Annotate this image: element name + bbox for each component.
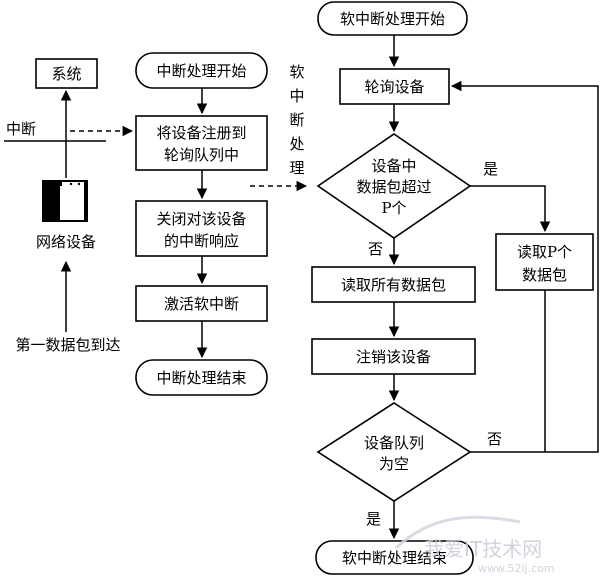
svg-text:理: 理 (289, 159, 304, 177)
softirq-start-box (317, 1, 468, 36)
system-box (35, 58, 98, 89)
register-box (135, 115, 268, 171)
read-all-box (311, 266, 476, 303)
interrupt-end-label: 中断处理结束 (156, 369, 246, 387)
loop-back-to-poll-arrow (450, 80, 599, 453)
watermark-swoosh-icon (394, 515, 521, 550)
watermark-url: www.52ij.com (478, 562, 555, 575)
decision2-line1: 设备队列 (364, 434, 424, 452)
yes-label-1: 是 (483, 160, 498, 178)
network-device-label: 网络设备 (36, 233, 96, 251)
poll-label: 轮询设备 (364, 78, 424, 96)
no-label-2: 否 (487, 430, 502, 448)
softirq-end-label: 软中断处理结束 (342, 549, 447, 567)
watermark-text: 我爱IT技术网 (424, 537, 542, 561)
unregister-label: 注销该设备 (356, 348, 431, 366)
network-device-icon (42, 180, 88, 222)
decision2-line2: 为空 (379, 455, 409, 473)
svg-text:处: 处 (289, 135, 304, 153)
disable-line1: 关闭对该设备 (156, 210, 246, 228)
decision1-line3: P个 (381, 199, 406, 217)
register-line2: 轮询队列中 (164, 146, 239, 164)
svg-text:软: 软 (289, 63, 304, 81)
poll-box (339, 68, 450, 105)
unregister-box (311, 338, 476, 375)
softirq-side-label: 软 中 断 处 理 (289, 63, 304, 177)
read-p-line2: 数据包 (522, 266, 567, 284)
interrupt-end-box (135, 359, 268, 396)
svg-text:中: 中 (289, 87, 304, 105)
decision1-line1: 设备中 (371, 157, 416, 175)
queue-empty-decision (316, 402, 472, 502)
yes-label-2: 是 (366, 510, 381, 528)
interrupt-label: 中断 (6, 120, 36, 138)
system-label: 系统 (51, 65, 81, 83)
disable-line2: 的中断响应 (164, 232, 239, 250)
read-p-line1: 读取P个 (517, 243, 572, 261)
read-p-box (495, 233, 594, 291)
interrupt-start-label: 中断处理开始 (156, 62, 246, 80)
read-all-label: 读取所有数据包 (341, 276, 446, 294)
register-line1: 将设备注册到 (156, 124, 246, 142)
activate-box (135, 285, 268, 322)
softirq-end-box (315, 540, 474, 575)
activate-label: 激活软中断 (164, 295, 239, 313)
decision1-line2: 数据包超过 (356, 178, 431, 196)
first-packet-label: 第一数据包到达 (15, 336, 120, 354)
svg-text:断: 断 (289, 111, 304, 129)
softirq-start-label: 软中断处理开始 (340, 10, 445, 28)
arrow-yes-to-read-p (470, 185, 551, 233)
no-label-1: 否 (368, 240, 383, 258)
watermark: 我爱IT技术网 www.52ij.com (394, 515, 555, 575)
